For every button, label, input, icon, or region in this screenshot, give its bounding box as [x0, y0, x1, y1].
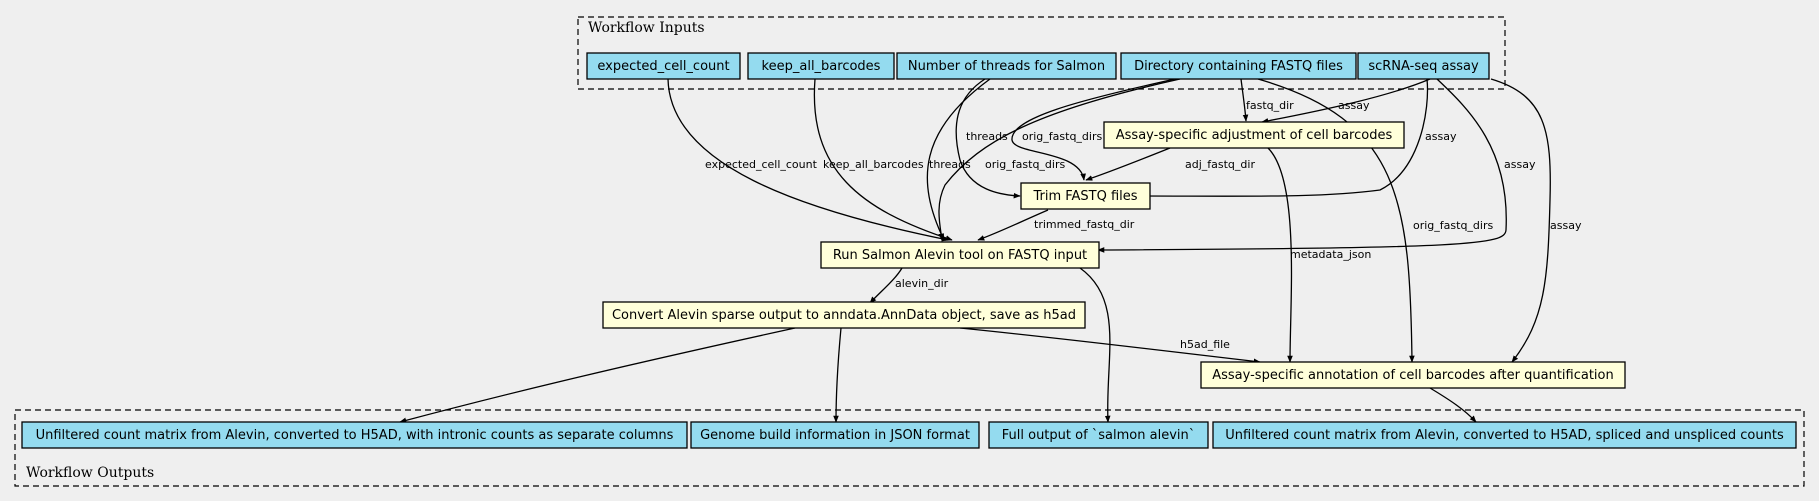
node-out-salmon[interactable]: Full output of `salmon alevin` [988, 421, 1209, 449]
node-annotate-label: Assay-specific annotation of cell barcod… [1212, 368, 1614, 383]
node-trim-label: Trim FASTQ files [1032, 189, 1137, 204]
node-keep-all-barcodes-label: keep_all_barcodes [762, 59, 881, 74]
node-keep-all-barcodes[interactable]: keep_all_barcodes [747, 52, 895, 80]
node-expected-cell-count-label: expected_cell_count [597, 59, 729, 74]
edge-threads-salmon [926, 78, 991, 241]
edge-label-orig-fastq-dirs-annotate: orig_fastq_dirs [1413, 219, 1493, 232]
cluster-inputs-label: Workflow Inputs [588, 20, 705, 36]
edge-fastq-dir-trim [1011, 78, 1176, 181]
node-salmon[interactable]: Run Salmon Alevin tool on FASTQ input [820, 241, 1100, 269]
edge-trim-salmon [977, 209, 1049, 241]
edge-fastq-dir-salmon [938, 78, 1181, 241]
node-threads-label: Number of threads for Salmon [908, 59, 1105, 74]
node-threads[interactable]: Number of threads for Salmon [896, 52, 1117, 80]
edge-label-expected-cell-count: expected_cell_count [705, 158, 818, 171]
edge-label-threads-trim: threads [966, 130, 1008, 143]
edge-assay-adjust [1261, 78, 1431, 124]
edge-label-assay-trim: assay [1425, 130, 1457, 143]
node-assay-label: scRNA-seq assay [1368, 59, 1479, 74]
cluster-outputs-label: Workflow Outputs [26, 465, 154, 481]
node-out-salmon-label: Full output of `salmon alevin` [1002, 428, 1196, 443]
node-out-spliced[interactable]: Unfiltered count matrix from Alevin, con… [1212, 421, 1797, 449]
edge-label-alevin-dir: alevin_dir [895, 277, 949, 290]
edge-label-orig-fastq-dirs-salmon: orig_fastq_dirs [985, 158, 1065, 171]
edge-salmon-out-salmon [1079, 267, 1111, 423]
edge-label-fastq-dir: fastq_dir [1246, 99, 1294, 112]
edge-label-trimmed-fastq-dir: trimmed_fastq_dir [1034, 218, 1135, 231]
input-nodes: expected_cell_count keep_all_barcodes Nu… [586, 52, 1490, 80]
edge-expected-cell-count-salmon [667, 78, 949, 242]
node-convert[interactable]: Convert Alevin sparse output to anndata.… [602, 301, 1086, 329]
node-out-genome[interactable]: Genome build information in JSON format [690, 421, 980, 449]
edge-convert-out-genome [833, 327, 842, 423]
edge-fastq-dir-adjust [1240, 78, 1249, 122]
edge-label-adj-fastq-dir: adj_fastq_dir [1185, 158, 1255, 171]
node-out-intronic-label: Unfiltered count matrix from Alevin, con… [36, 428, 674, 443]
node-out-genome-label: Genome build information in JSON format [700, 428, 970, 443]
node-salmon-label: Run Salmon Alevin tool on FASTQ input [833, 248, 1087, 263]
node-adjust-label: Assay-specific adjustment of cell barcod… [1116, 128, 1393, 143]
edge-adjust-trim [1085, 147, 1171, 181]
node-expected-cell-count[interactable]: expected_cell_count [586, 52, 741, 80]
cluster-workflow-outputs: Workflow Outputs [14, 409, 1805, 487]
edge-label-orig-fastq-dirs-trim: orig_fastq_dirs [1022, 130, 1102, 143]
edge-label-assay-annotate: assay [1550, 219, 1582, 232]
edge-assay-trim [1127, 78, 1429, 199]
step-nodes: Assay-specific adjustment of cell barcod… [602, 121, 1626, 389]
node-annotate[interactable]: Assay-specific annotation of cell barcod… [1200, 361, 1626, 389]
edge-assay-salmon [1097, 78, 1507, 253]
edge-label-keep-all-barcodes: keep_all_barcodes [823, 158, 924, 171]
node-fastq-dir[interactable]: Directory containing FASTQ files [1120, 52, 1357, 80]
edge-fastq-dir-annotate [1257, 78, 1415, 363]
node-out-intronic[interactable]: Unfiltered count matrix from Alevin, con… [21, 421, 688, 449]
output-nodes: Unfiltered count matrix from Alevin, con… [21, 421, 1797, 449]
cluster-workflow-inputs: Workflow Inputs [577, 16, 1506, 90]
edge-convert-out-intronic [399, 327, 796, 424]
edge-convert-annotate [959, 327, 1261, 365]
edge-assay-annotate [1490, 78, 1551, 363]
edge-label-metadata-json: metadata_json [1290, 248, 1371, 261]
edge-label-assay-adjust: assay [1338, 99, 1370, 112]
node-trim[interactable]: Trim FASTQ files [1020, 182, 1151, 210]
edge-salmon-convert [869, 267, 903, 304]
edge-label-h5ad-file: h5ad_file [1180, 338, 1230, 351]
node-assay[interactable]: scRNA-seq assay [1357, 52, 1490, 80]
node-fastq-dir-label: Directory containing FASTQ files [1134, 59, 1343, 74]
node-convert-label: Convert Alevin sparse output to anndata.… [612, 308, 1076, 323]
edge-annotate-out-spliced [1429, 387, 1477, 423]
edge-adjust-annotate [1267, 147, 1293, 363]
edge-keep-all-barcodes-salmon [813, 78, 953, 241]
edge-label-assay-salmon: assay [1504, 158, 1536, 171]
edges: fastq_dir assay orig_fastq_dirs threads … [399, 78, 1582, 424]
node-adjust[interactable]: Assay-specific adjustment of cell barcod… [1103, 121, 1405, 149]
edge-threads-trim [955, 78, 1021, 199]
node-out-spliced-label: Unfiltered count matrix from Alevin, con… [1225, 428, 1784, 443]
